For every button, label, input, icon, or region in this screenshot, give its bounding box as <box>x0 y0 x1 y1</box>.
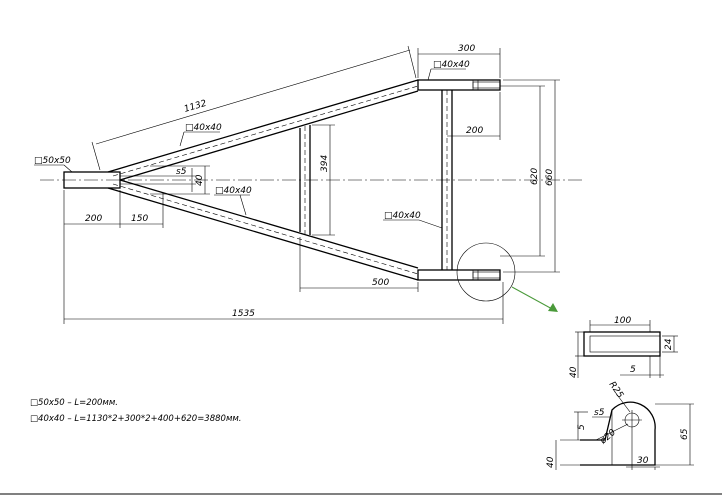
rear-cross-member <box>441 90 453 270</box>
note-line-1: □50x50 – L=200мм. <box>30 398 118 408</box>
dim-200-left-label: 200 <box>85 214 102 224</box>
dim-620: 620 <box>500 85 545 257</box>
detail-b-drawing: R25 s5 ø20 5 65 40 30 <box>546 380 694 470</box>
middle-cross-member <box>299 125 311 235</box>
dim-660: 660 <box>503 79 560 273</box>
dim-394-label: 394 <box>320 155 330 172</box>
detail-arrow-icon <box>548 303 558 312</box>
detail-b-65-label: 65 <box>680 428 690 440</box>
dim-200-top: 200 <box>447 92 501 140</box>
dim-1132-label: 1132 <box>183 99 208 115</box>
lower-diagonal-beam <box>107 179 419 281</box>
detail-a-24-label: 24 <box>664 338 674 350</box>
detail-callout <box>456 242 558 312</box>
detail-a-5-label: 5 <box>630 365 636 375</box>
dim-s5-label: s5 <box>176 167 187 177</box>
detail-b-r25-label: R25 <box>607 380 626 400</box>
dim-300: 300 <box>417 44 501 78</box>
detail-b-s5-label: s5 <box>594 408 605 418</box>
bottom-side-rail <box>417 269 501 281</box>
dim-394: 394 <box>312 124 335 236</box>
material-notes: □50x50 – L=200мм. □40x40 – L=1130*2+300*… <box>30 398 241 424</box>
note-line-2: □40x40 – L=1130*2+300*2+400+620=3880мм. <box>30 414 241 424</box>
dim-150: 150 <box>120 193 164 228</box>
dim-150-label: 150 <box>131 214 148 224</box>
profile-40x40-top-label: □40x40 <box>433 60 470 70</box>
dim-300-label: 300 <box>458 44 475 54</box>
dim-200-top-label: 200 <box>466 126 483 136</box>
profile-50x50-label: □50x50 <box>34 156 71 166</box>
dim-660-label: 660 <box>545 169 555 186</box>
top-side-rail <box>417 79 501 91</box>
dim-40-label: 40 <box>195 174 205 186</box>
profile-40x40-lower-label: □40x40 <box>215 186 252 196</box>
dim-1535: 1535 <box>63 190 504 324</box>
detail-b-30-label: 30 <box>637 456 649 466</box>
dim-500-label: 500 <box>372 278 389 288</box>
detail-b-40-label: 40 <box>546 456 556 468</box>
dim-1535-label: 1535 <box>232 309 255 319</box>
dim-1132: 1132 <box>91 45 417 171</box>
detail-a-drawing: 100 24 40 5 <box>569 316 678 378</box>
dim-620-label: 620 <box>530 168 540 185</box>
profile-labels: □50x50 □40x40 □40x40 □40x40 □40x40 <box>34 60 470 229</box>
upper-diagonal-beam <box>107 79 419 181</box>
profile-40x40-cross-label: □40x40 <box>384 211 421 221</box>
dim-200-left: 200 <box>64 190 121 228</box>
dim-nose-gap: s5 40 <box>120 165 210 195</box>
detail-a-40-label: 40 <box>569 366 579 378</box>
detail-b-5-label: 5 <box>577 424 587 430</box>
profile-40x40-upper-label: □40x40 <box>185 123 222 133</box>
detail-a-100-label: 100 <box>614 316 631 326</box>
dim-500: 500 <box>299 237 419 292</box>
